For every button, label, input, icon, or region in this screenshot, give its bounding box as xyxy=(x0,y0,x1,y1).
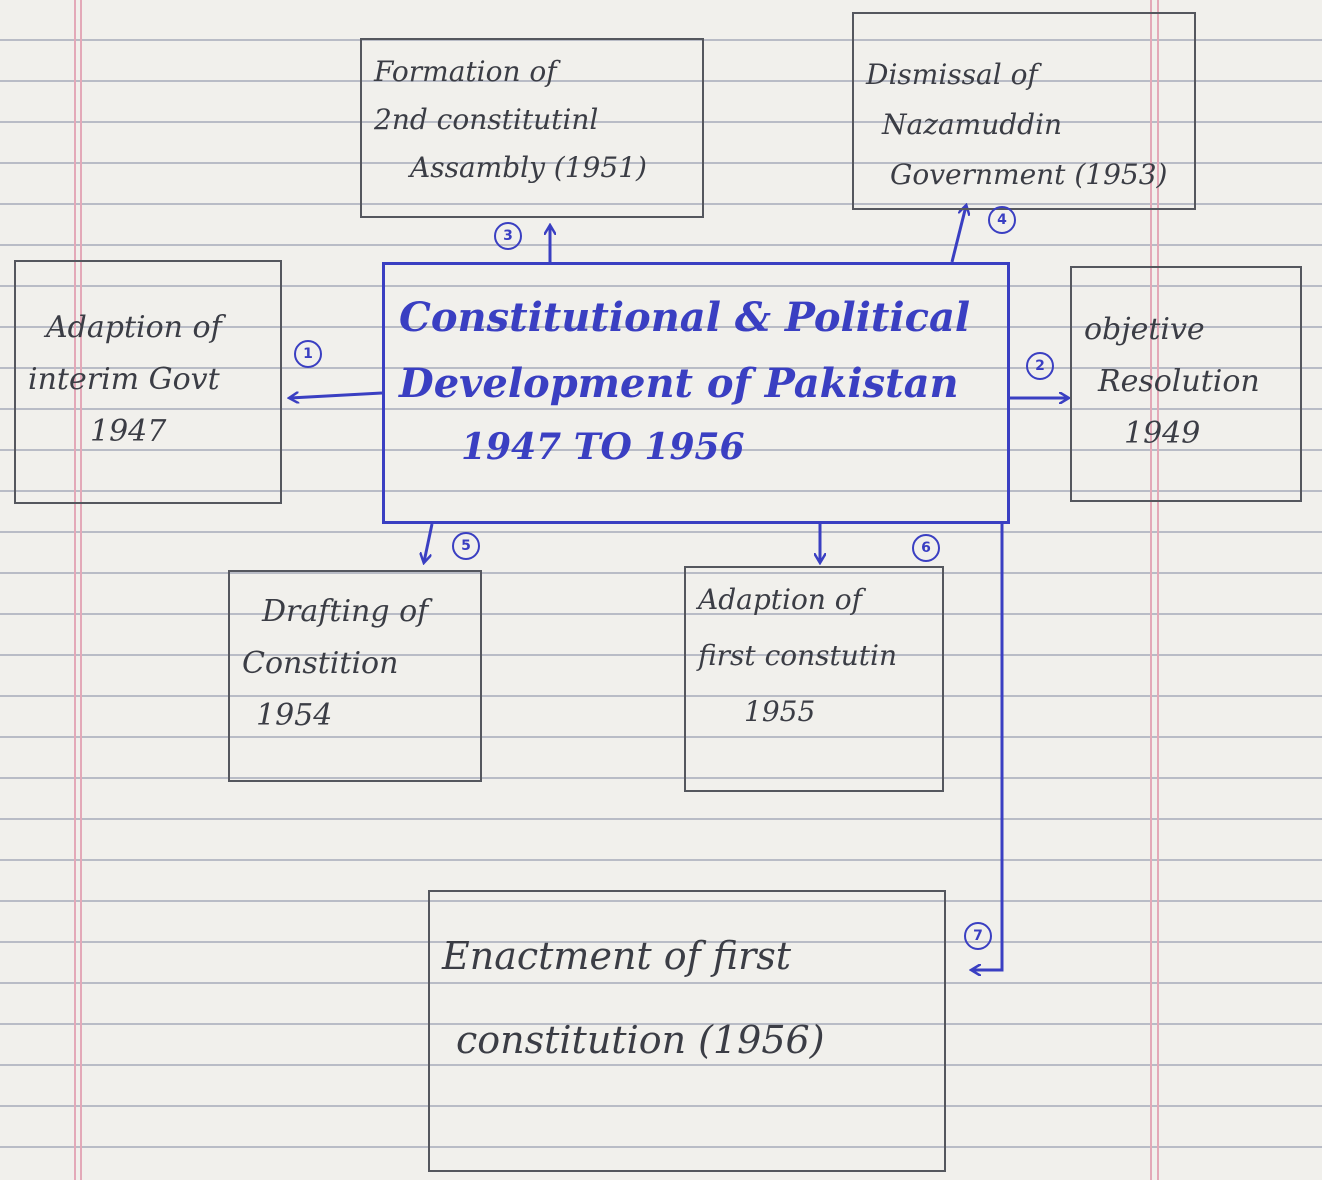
step-badge-2: 2 xyxy=(1026,352,1054,380)
node-first-constitution-adoption-line-3: 1955 xyxy=(744,695,816,728)
right-margin-line xyxy=(1150,0,1152,1180)
step-badge-6: 6 xyxy=(912,534,940,562)
node-first-constitution-adoption-line-1: Adaption of xyxy=(698,583,862,616)
node-first-constitution-enactment: Enactment of first constitution (1956) xyxy=(428,890,946,1172)
step-badge-3: 3 xyxy=(494,222,522,250)
node-objective-resolution-line-2: Resolution xyxy=(1098,364,1260,399)
step-badge-1: 1 xyxy=(294,340,322,368)
node-drafting-constitution-line-1: Drafting of xyxy=(262,594,429,629)
node-drafting-constitution-line-2: Constition xyxy=(242,646,399,681)
node-second-assembly-line-2: 2nd constitutinl xyxy=(374,103,599,136)
right-margin-line-2 xyxy=(1157,0,1159,1180)
node-interim-govt-line-1: Adaption of xyxy=(46,310,222,345)
node-interim-govt-line-3: 1947 xyxy=(90,414,167,449)
node-drafting-constitution: Drafting of Constition 1954 xyxy=(228,570,482,782)
node-second-assembly: Formation of 2nd constitutinl Assambly (… xyxy=(360,38,704,218)
node-objective-resolution-line-1: objetive xyxy=(1084,312,1205,347)
node-interim-govt-line-2: interim Govt xyxy=(28,362,220,397)
arrow-to-nazimuddin-dismissal xyxy=(950,206,966,263)
node-nazimuddin-dismissal: Dismissal of Nazamuddin Government (1953… xyxy=(852,12,1196,210)
node-second-assembly-line-3: Assambly (1951) xyxy=(410,151,647,184)
node-objective-resolution-line-3: 1949 xyxy=(1124,416,1201,451)
central-topic-box: Constitutional & Political Development o… xyxy=(382,262,1010,524)
central-topic-line-2: Development of Pakistan xyxy=(399,360,959,407)
node-interim-govt: Adaption of interim Govt 1947 xyxy=(14,260,282,504)
arrow-to-drafting-constitution xyxy=(424,523,434,562)
node-second-assembly-line-1: Formation of xyxy=(374,55,557,88)
step-badge-7: 7 xyxy=(964,922,992,950)
node-nazimuddin-dismissal-line-2: Nazamuddin xyxy=(882,108,1063,141)
node-first-constitution-enactment-line-2: constitution (1956) xyxy=(456,1018,825,1062)
node-nazimuddin-dismissal-line-3: Government (1953) xyxy=(890,158,1168,191)
node-drafting-constitution-line-3: 1954 xyxy=(256,698,333,733)
node-first-constitution-adoption: Adaption of first constutin 1955 xyxy=(684,566,944,792)
left-margin-line-2 xyxy=(80,0,82,1180)
step-badge-4: 4 xyxy=(988,206,1016,234)
node-objective-resolution: objetive Resolution 1949 xyxy=(1070,266,1302,502)
arrow-to-first-constitution-enactment xyxy=(972,524,1004,970)
central-topic-line-1: Constitutional & Political xyxy=(399,294,971,341)
node-first-constitution-adoption-line-2: first constutin xyxy=(698,639,898,672)
left-margin-line xyxy=(74,0,76,1180)
central-topic-period: 1947 TO 1956 xyxy=(461,426,745,468)
arrow-to-interim-govt xyxy=(290,391,383,398)
node-first-constitution-enactment-line-1: Enactment of first xyxy=(442,934,792,978)
step-badge-5: 5 xyxy=(452,532,480,560)
node-nazimuddin-dismissal-line-1: Dismissal of xyxy=(866,58,1038,91)
